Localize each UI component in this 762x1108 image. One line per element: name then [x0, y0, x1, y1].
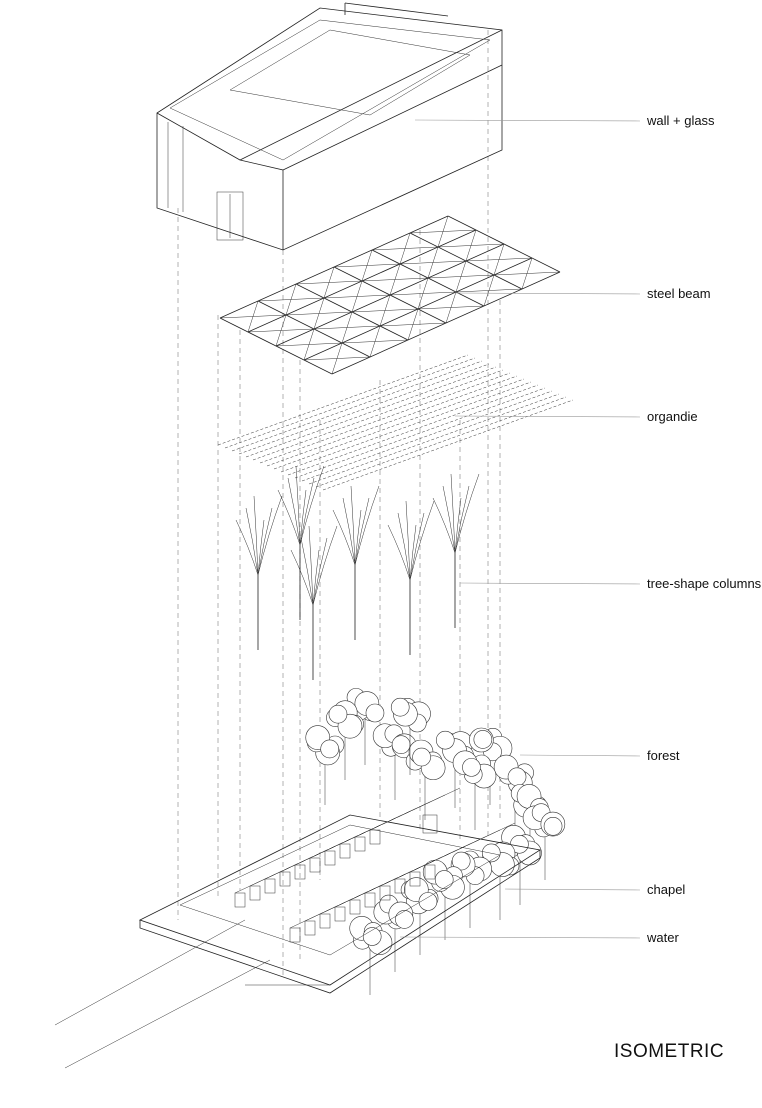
- tree-shape-columns: [235, 465, 480, 680]
- label-forest: forest: [647, 748, 680, 763]
- leader-lines: [399, 119, 641, 939]
- projection-lines: [177, 30, 501, 978]
- steel-beam-grid: [219, 215, 561, 375]
- ground-lines: [54, 919, 271, 1069]
- label-organdie: organdie: [647, 409, 698, 424]
- label-tree-shape-columns: tree-shape columns: [647, 576, 762, 591]
- organdie-layer: [217, 354, 574, 491]
- chapel-base: [138, 814, 542, 994]
- label-water: water: [647, 930, 679, 945]
- label-steel-beam: steel beam: [647, 286, 711, 301]
- drawing-title: ISOMETRIC: [614, 1041, 725, 1062]
- label-wall-glass: wall + glass: [647, 113, 715, 128]
- forest-trees: [305, 688, 566, 995]
- label-chapel: chapel: [647, 882, 686, 897]
- wall-glass-volume: [156, 2, 503, 251]
- chapel-frames: [234, 787, 516, 943]
